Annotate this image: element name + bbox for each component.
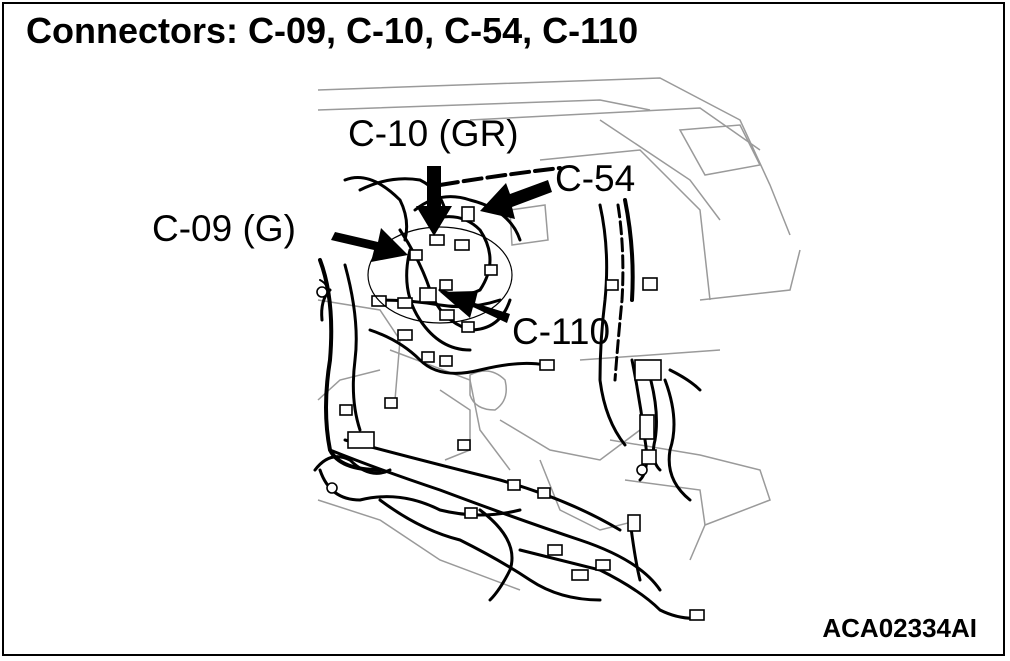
connector-block	[457, 439, 471, 451]
arrow-c10	[416, 166, 452, 236]
connector-block	[639, 414, 655, 440]
figure-id: ACA02334AI	[822, 613, 977, 643]
arrow-c09	[331, 228, 408, 262]
callout-arrows	[331, 166, 552, 323]
connector-block	[454, 239, 470, 251]
connector-block	[627, 514, 641, 532]
connector-block	[397, 297, 413, 309]
connector-block	[642, 277, 658, 291]
connector-block	[634, 359, 662, 381]
callout-label-c110: C-110	[512, 311, 610, 352]
connector-block	[461, 321, 475, 333]
connector-block	[421, 351, 435, 363]
connector-block	[347, 431, 375, 449]
connector-block	[439, 279, 453, 291]
connector-block	[689, 609, 705, 621]
diagram-title: Connectors: C-09, C-10, C-54, C-110	[26, 10, 639, 51]
connector-block	[464, 507, 478, 519]
connector-block	[419, 287, 437, 303]
connector-block	[429, 234, 445, 246]
connector-block	[641, 449, 657, 465]
connectors	[316, 206, 705, 621]
connector-cluster-highlight	[367, 226, 513, 324]
ground-terminal	[636, 464, 648, 476]
connector-block	[339, 404, 353, 416]
dashboard-outline	[317, 77, 801, 591]
connector-block	[605, 279, 619, 291]
connector-block	[439, 309, 455, 321]
connector-block	[384, 397, 398, 409]
wiring-harness	[313, 166, 702, 620]
arrow-c110	[440, 291, 510, 323]
callout-label-c54: C-54	[555, 158, 635, 199]
callout-label-c10: C-10 (GR)	[348, 113, 519, 154]
connector-block	[595, 559, 611, 571]
connector-block	[507, 479, 521, 491]
callout-label-c09: C-09 (G)	[152, 208, 296, 249]
ground-terminal	[316, 286, 328, 298]
ground-terminal	[326, 482, 338, 494]
connector-block	[409, 249, 423, 261]
connector-block	[484, 264, 498, 276]
connector-block	[547, 544, 563, 556]
connector-block	[439, 355, 453, 367]
arrow-c54	[480, 180, 552, 219]
connector-block	[571, 569, 589, 581]
connector-block	[537, 487, 551, 499]
connector-block	[461, 206, 475, 222]
connector-block	[397, 329, 413, 341]
connector-block	[539, 359, 555, 371]
